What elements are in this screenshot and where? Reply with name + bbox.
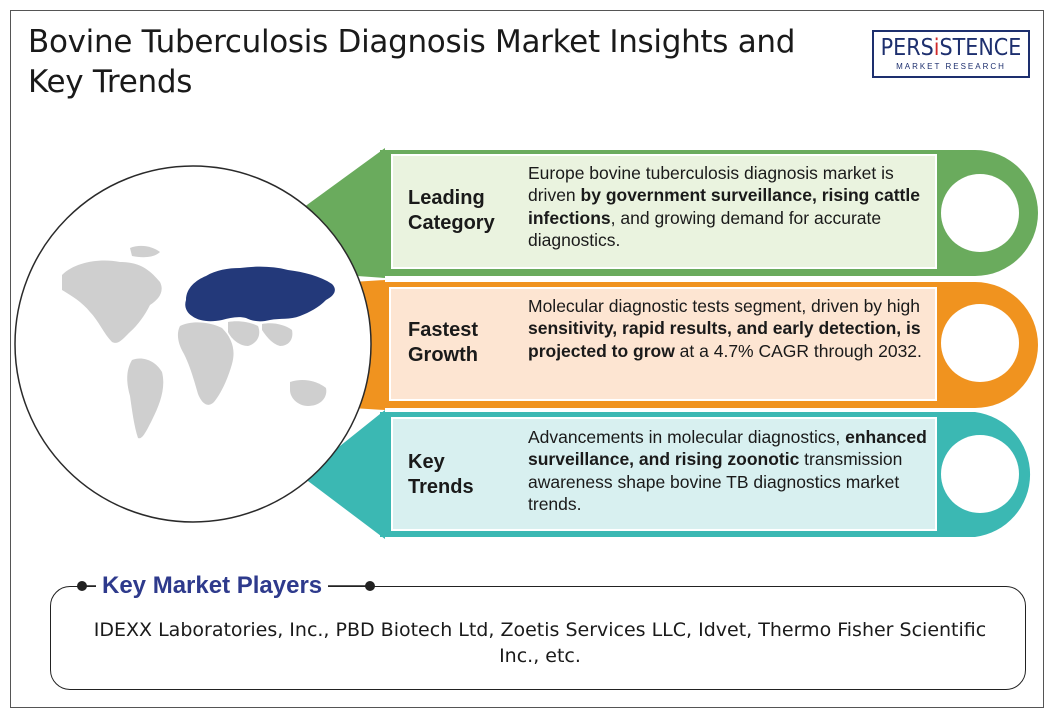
leading-ring-icon (941, 174, 1019, 252)
fastest-growth-text: Molecular diagnostic tests segment, driv… (528, 296, 922, 361)
fastest-growth-label: Fastest Growth (408, 319, 479, 366)
leading-category-text: Europe bovine tuberculosis diagnosis mar… (528, 163, 920, 251)
page-title: Bovine Tuberculosis Diagnosis Market Ins… (28, 24, 796, 100)
globe-icon (14, 165, 372, 523)
key-trends-text: Advancements in molecular diagnostics, e… (528, 427, 927, 515)
players-heading: Key Market Players (96, 570, 329, 602)
players-list: IDEXX Laboratories, Inc., PBD Biotech Lt… (93, 619, 987, 667)
logo-wordmark: PERSiSTENCE (880, 35, 1022, 61)
key-trends-label: Key Trends (408, 451, 474, 498)
trends-ring-icon (941, 435, 1019, 513)
leading-category-label: Leading Category (408, 187, 495, 234)
logo-subtitle: MARKET RESEARCH (896, 62, 1006, 71)
row-leading-category-shape (300, 148, 1038, 278)
growth-ring-icon (941, 304, 1019, 382)
players-box (50, 586, 1026, 690)
infographic-frame (10, 10, 1044, 708)
row-fastest-growth-shape (352, 280, 1038, 410)
row-key-trends-shape (300, 410, 1031, 539)
brand-logo: PERSiSTENCE MARKET RESEARCH (872, 30, 1030, 78)
